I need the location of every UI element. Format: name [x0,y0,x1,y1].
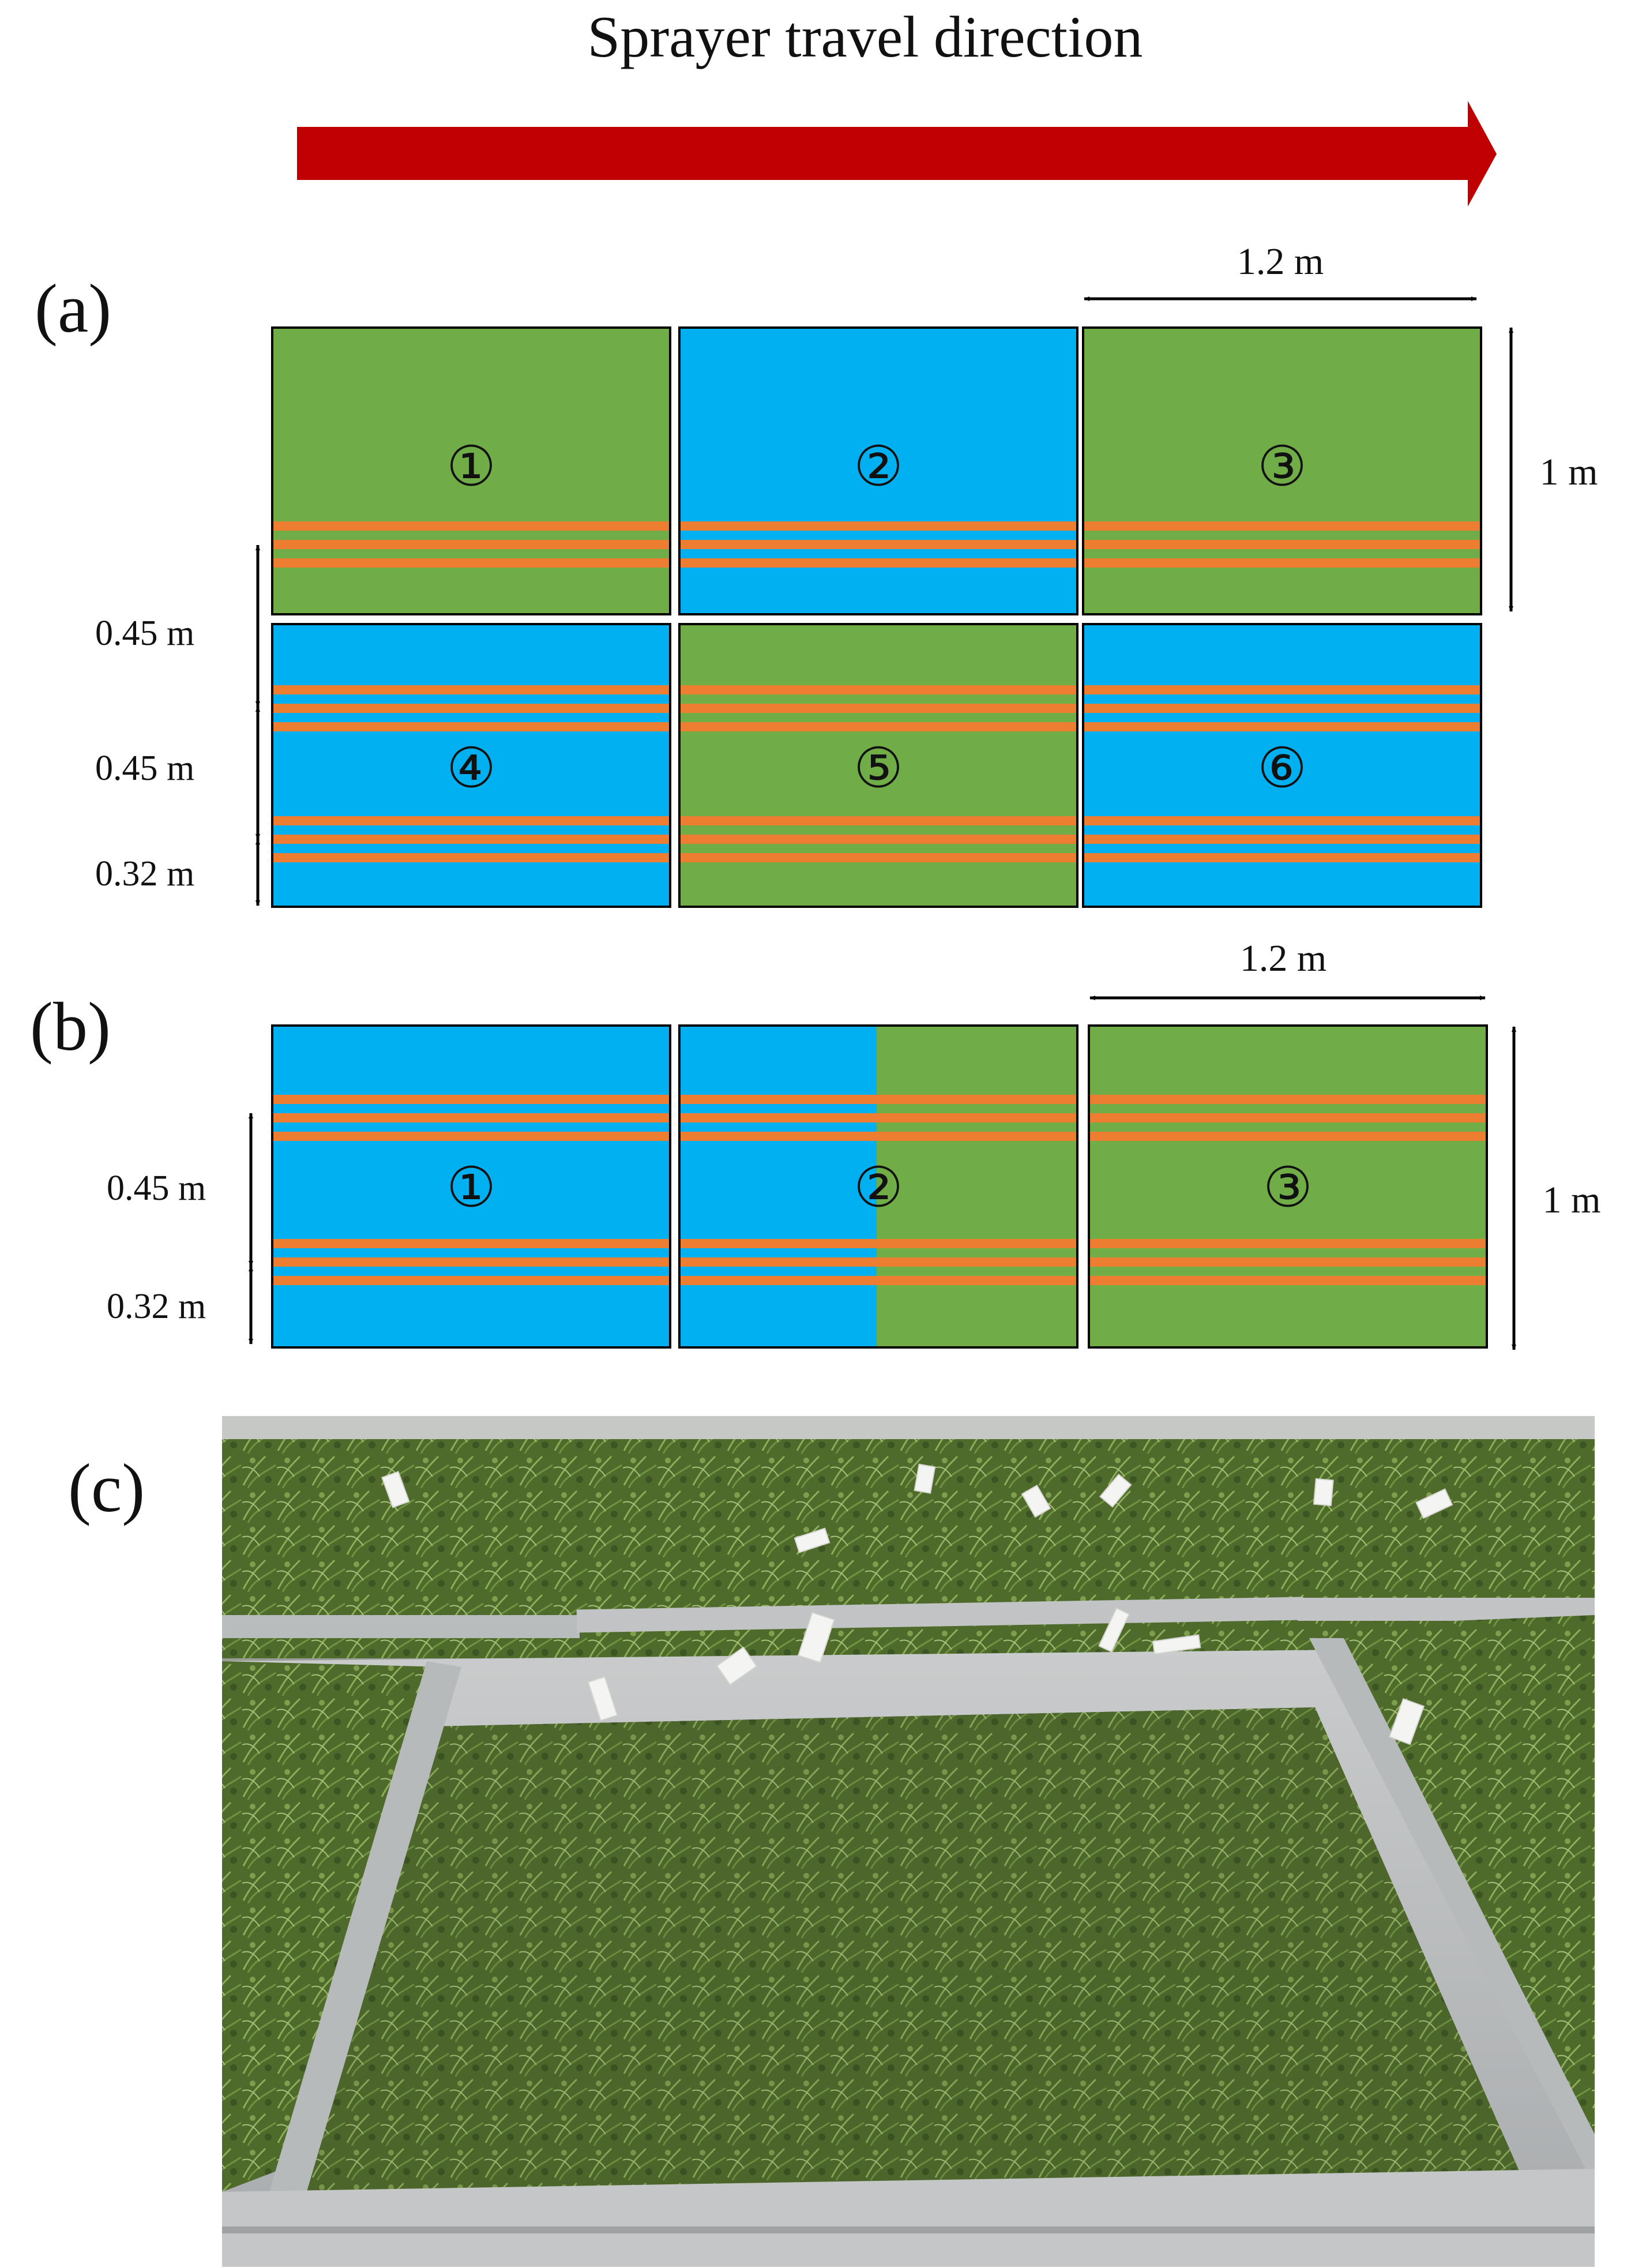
plot-box-a-5: ⑤ [678,623,1078,908]
plot-number-a-6: ⑥ [1257,735,1307,800]
height-label-b: 1 m [1543,1179,1601,1221]
row-label-a-3: 0.32 m [95,854,194,893]
width-label-a: 1.2 m [1237,241,1324,283]
plot-number-a-5: ⑤ [854,735,903,800]
panel-b-label: (b) [30,988,111,1065]
panel-c-label: (c) [68,1450,145,1526]
plot-number-a-1: ① [446,434,496,498]
plot-number-a-4: ④ [446,735,496,800]
title: Sprayer travel direction [588,5,1143,70]
direction-arrow [297,101,1497,206]
plot-number-b-1: ① [446,1155,496,1219]
plot-number-a-3: ③ [1257,434,1307,498]
plot-number-a-2: ② [854,434,903,498]
plot-box-b-2: ② [678,1024,1078,1349]
width-label-b: 1.2 m [1240,937,1326,979]
plot-box-a-4: ④ [271,623,671,908]
panel-a-boxes: ① ② ③ ④ ⑤ ⑥ [271,326,1482,908]
plot-box-a-3: ③ [1082,326,1482,615]
carrot-crates-photo [222,1416,1595,2267]
height-label-a: 1 m [1540,451,1598,493]
panel-b-boxes: ① ② ③ [271,1024,1488,1349]
plot-box-b-3: ③ [1088,1024,1488,1349]
panel-a-label: (a) [35,270,111,347]
plot-number-b-2: ② [854,1155,903,1219]
plot-box-b-1: ① [271,1024,671,1349]
plot-number-b-3: ③ [1263,1155,1313,1219]
plot-box-a-2: ② [678,326,1078,615]
plot-box-a-1: ① [271,326,671,615]
row-label-a-2: 0.45 m [95,749,194,788]
row-label-a-1: 0.45 m [95,614,194,653]
row-label-b-2: 0.32 m [107,1287,206,1326]
plot-box-a-6: ⑥ [1082,623,1482,908]
row-label-b-1: 0.45 m [107,1169,206,1208]
